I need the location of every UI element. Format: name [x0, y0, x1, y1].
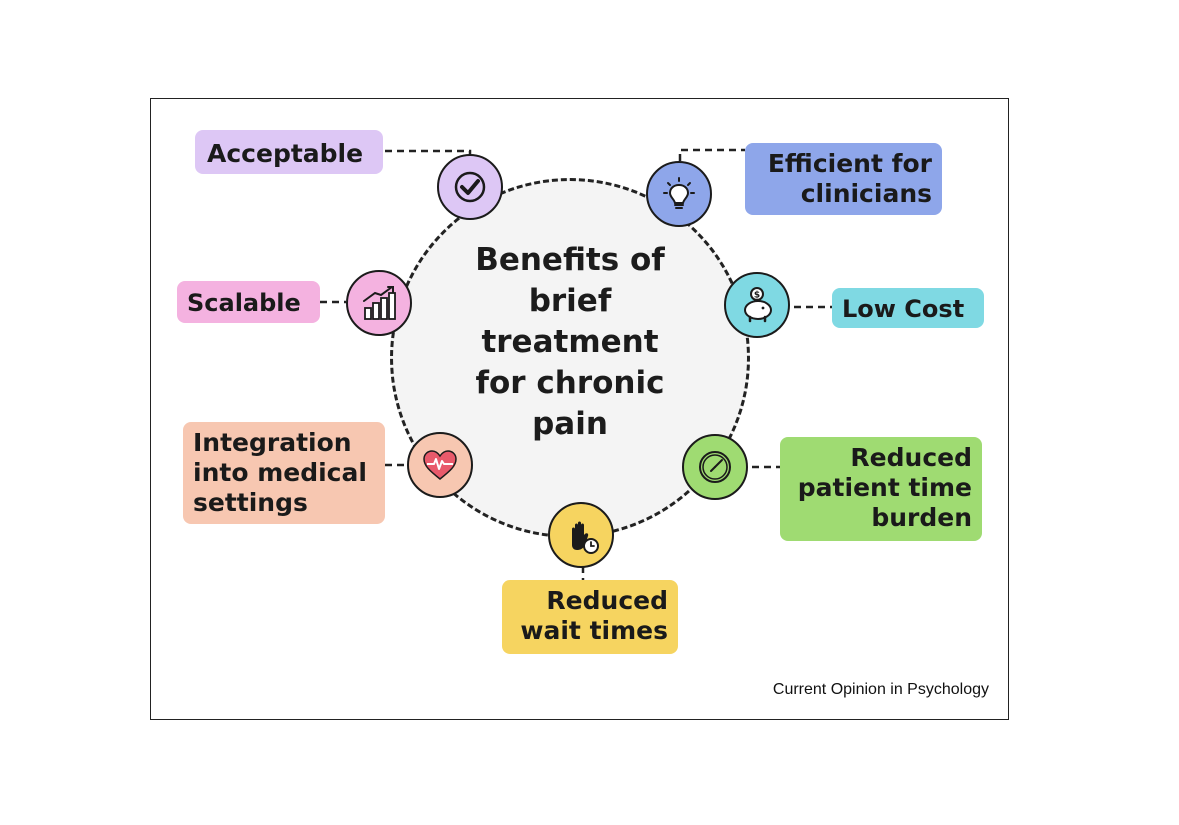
- benefit-node-low-cost: $: [724, 272, 790, 338]
- benefit-label-line: wait times: [520, 616, 668, 645]
- benefit-node-reduced-wait: [548, 502, 614, 568]
- benefit-label-line: Acceptable: [207, 139, 364, 168]
- hand-stop-clock-icon: [572, 521, 599, 554]
- hub-title-line: treatment: [481, 324, 659, 360]
- benefit-label-line: Efficient for: [767, 149, 932, 178]
- source-credit: Current Opinion in Psychology: [772, 681, 989, 698]
- benefit-label-line: Reduced: [850, 443, 972, 472]
- benefit-label-reduced-wait-times: Reduced wait times: [502, 580, 678, 654]
- benefit-label-line: patient time: [797, 473, 972, 502]
- benefit-label-low-cost: Low Cost: [832, 288, 984, 328]
- lightbulb-icon: [663, 177, 695, 209]
- benefit-label-reduced-patient-time-burden: Reduced patient time burden: [780, 437, 982, 541]
- connector-acceptable: [385, 149, 472, 154]
- benefit-label-efficient-for-clinicians: Efficient for clinicians: [745, 143, 942, 215]
- benefit-label-line: Integration: [193, 428, 352, 457]
- benefit-label-line: Scalable: [187, 289, 301, 317]
- piggy-bank-icon: $: [744, 287, 772, 323]
- benefit-node-reduced-patient-time: [682, 434, 748, 500]
- benefit-label-integration-into-medical-settings: Integration into medical settings: [183, 422, 385, 524]
- hub-title-line: Benefits of: [475, 242, 665, 278]
- benefit-label-line: Reduced: [546, 586, 668, 615]
- growth-chart-icon: [363, 286, 396, 320]
- benefit-label-line: settings: [193, 488, 308, 517]
- clock-icon: [699, 451, 731, 483]
- hub-title-line: brief: [528, 283, 612, 319]
- hub-title-line: pain: [532, 406, 608, 442]
- benefit-node-integration: [407, 432, 473, 498]
- benefit-label-acceptable: Acceptable: [195, 130, 383, 174]
- hub-title-line: for chronic: [475, 365, 665, 401]
- benefit-label-scalable: Scalable: [177, 281, 320, 323]
- heart-pulse-icon: [423, 450, 457, 480]
- benefit-node-scalable: [346, 270, 412, 336]
- svg-text:$: $: [754, 291, 760, 301]
- benefit-label-line: clinicians: [800, 179, 932, 208]
- benefit-label-line: Low Cost: [842, 295, 965, 323]
- benefit-node-acceptable: [437, 154, 503, 220]
- hub-title: Benefits of brief treatment for chronic …: [450, 240, 690, 445]
- benefit-label-line: burden: [871, 503, 972, 532]
- checkmark-icon: [454, 171, 486, 203]
- benefit-label-line: into medical: [193, 458, 367, 487]
- connector-efficient: [678, 148, 745, 161]
- benefit-node-efficient-for-clinicians: [646, 161, 712, 227]
